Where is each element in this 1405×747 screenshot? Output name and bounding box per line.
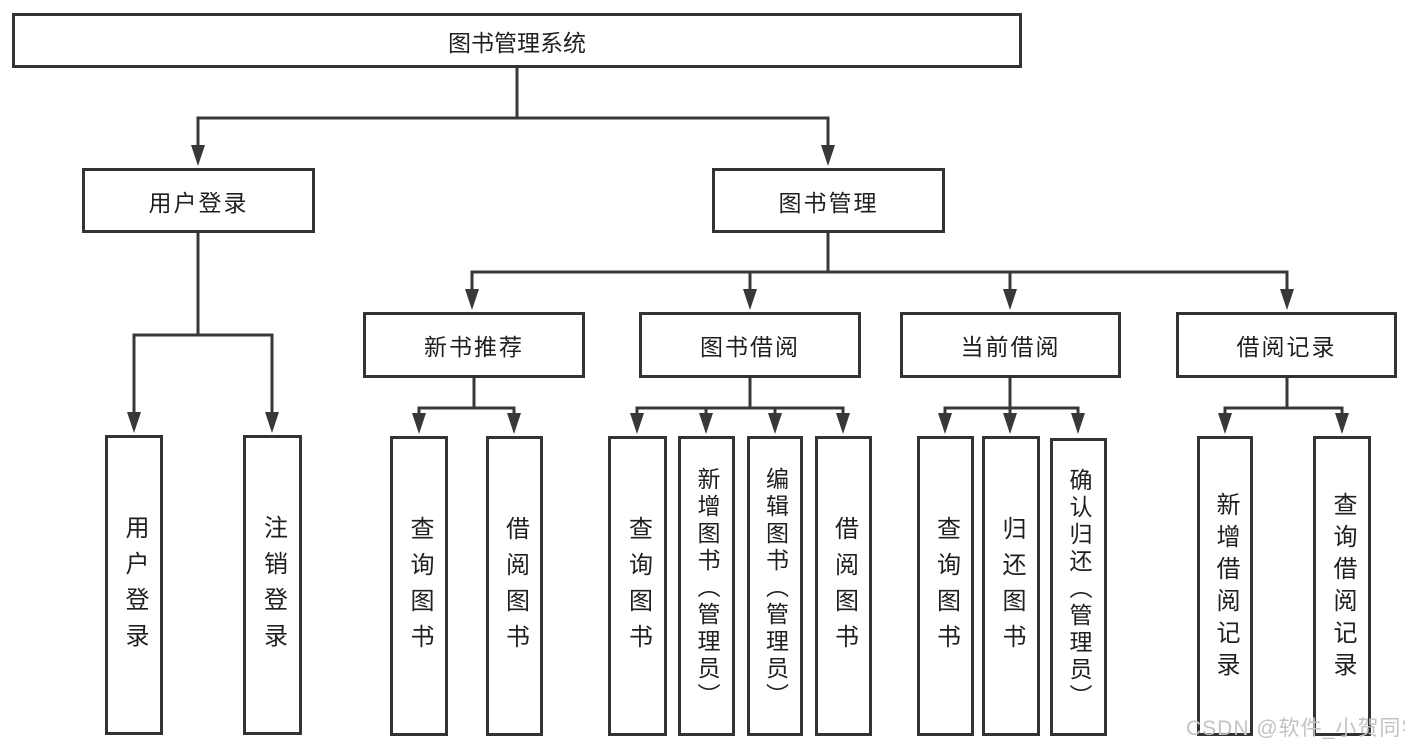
node-new-book-recommendation: 新书推荐 [363, 312, 585, 378]
csdn-watermark: CSDN @软件_小贺同学 [1186, 717, 1405, 740]
node-borrowing-records: 借阅记录 [1176, 312, 1397, 378]
leaf-query-borrow-record: 查询借阅记录 [1313, 436, 1371, 736]
node-current-borrowing: 当前借阅 [900, 312, 1121, 378]
leaf-edit-books-admin: 编辑图书（管理员） [747, 436, 803, 736]
leaf-borrow-books-recommend: 借阅图书 [486, 436, 543, 736]
leaf-query-books-borrowing: 查询图书 [608, 436, 667, 736]
leaf-logout: 注销登录 [243, 435, 302, 735]
node-library-management-system: 图书管理系统 [12, 13, 1022, 68]
node-user-login-branch: 用户登录 [82, 168, 315, 233]
leaf-query-books-current: 查询图书 [917, 436, 974, 736]
node-book-borrowing: 图书借阅 [639, 312, 861, 378]
leaf-return-books: 归还图书 [982, 436, 1040, 736]
node-book-management-branch: 图书管理 [712, 168, 945, 233]
leaf-add-borrow-record: 新增借阅记录 [1197, 436, 1253, 736]
leaf-user-login: 用户登录 [105, 435, 163, 735]
leaf-add-books-admin: 新增图书（管理员） [678, 436, 735, 736]
leaf-query-books-recommend: 查询图书 [390, 436, 448, 736]
leaf-borrow-books: 借阅图书 [815, 436, 872, 736]
leaf-confirm-return-admin: 确认归还（管理员） [1050, 438, 1107, 736]
